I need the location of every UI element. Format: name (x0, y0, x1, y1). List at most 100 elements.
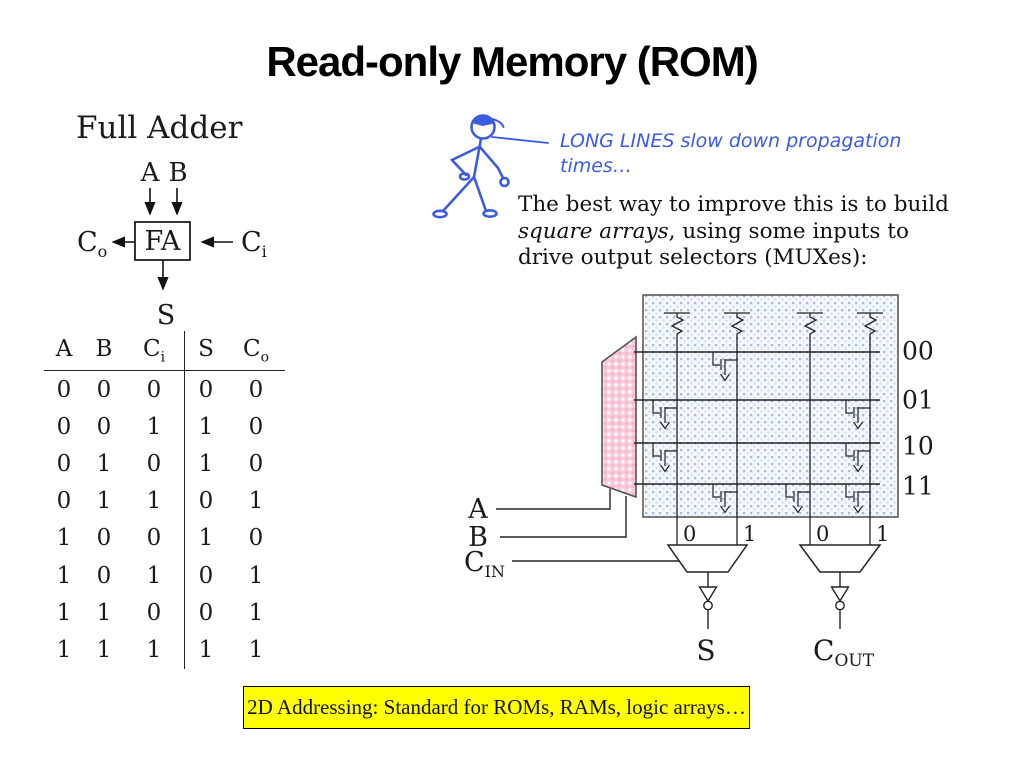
transistor-cells (652, 352, 870, 514)
nmos-transistor-icon (652, 443, 677, 473)
stick-figure-arm-right (478, 145, 505, 180)
stick-figure (432, 114, 549, 219)
truth-table-cell: 0 (96, 525, 112, 552)
fa-input-a-label: A (140, 158, 161, 188)
nmos-transistor-icon (785, 484, 810, 514)
stick-figure-arm-left (449, 145, 481, 177)
truth-table-cell: 1 (248, 562, 264, 589)
truth-table-cell: 0 (56, 450, 72, 477)
intro-line-2: square arrays, using some inputs to (518, 219, 1018, 246)
mux-input-label: 0 (816, 522, 829, 546)
full-adder-heading: Full Adder (76, 110, 243, 146)
intro-paragraph: The best way to improve this is to build… (518, 192, 1018, 272)
truth-table-cell: 0 (96, 413, 112, 440)
mux-trapezoid (798, 544, 882, 573)
inverter-icon (698, 572, 718, 629)
row-label: 01 (902, 386, 934, 415)
intro-line-3: drive output selectors (MUXes): (518, 245, 868, 270)
truth-table-cell: 0 (96, 376, 112, 403)
rom-circuit-diagram: 00 01 10 11 A B CIN 0 1 0 1 (464, 294, 934, 671)
truth-table-cell: 1 (184, 408, 227, 446)
input-cin-label: CIN (464, 547, 505, 581)
fa-box-label: FA (145, 226, 181, 257)
truth-table-cell: 1 (184, 519, 227, 557)
nmos-transistor-icon (652, 400, 677, 430)
fa-carry-out-label: Co (77, 227, 107, 261)
truth-table-cell: 1 (146, 562, 162, 589)
row-label: 10 (902, 432, 934, 461)
truth-table-cell: 0 (184, 556, 227, 595)
fa-input-b-label: B (168, 158, 187, 188)
truth-table-cell: 0 (146, 376, 162, 403)
truth-table-cell: 1 (248, 599, 264, 626)
nmos-transistor-icon (845, 443, 870, 473)
mux-input-label: 1 (743, 522, 756, 546)
stick-figure-foot-right (482, 209, 498, 219)
truth-table-cell: 0 (184, 370, 227, 409)
intro-italic: square arrays (518, 218, 669, 244)
truth-table-cell: 1 (184, 445, 227, 483)
nmos-transistor-icon (712, 484, 737, 514)
banner: 2D Addressing: Standard for ROMs, RAMs, … (243, 686, 750, 729)
truth-table-header-cell: B (84, 331, 124, 371)
truth-table-cell: 0 (248, 376, 264, 403)
truth-table-cell: 0 (146, 450, 162, 477)
truth-table-cell: 1 (146, 413, 162, 440)
nmos-transistor-icon (845, 484, 870, 514)
truth-table-cell: 0 (184, 594, 227, 632)
bit-line-pullup (724, 312, 750, 545)
truth-table-cell: 0 (56, 376, 72, 403)
decoder-trapezoid (601, 335, 637, 499)
truth-table-cell: 0 (56, 488, 72, 515)
mux-input-label: 0 (683, 522, 696, 546)
truth-table-cell: 1 (56, 525, 72, 552)
truth-table-header-cell: Ci (124, 331, 185, 371)
inverter-icon (830, 572, 850, 629)
truth-table-cell: 0 (248, 413, 264, 440)
fa-carry-in-label: Ci (241, 227, 267, 261)
stick-figure-foot-left (432, 209, 448, 219)
output-s-label: S (696, 634, 715, 667)
bit-line-pullup (797, 312, 823, 545)
page-title: Read-only Memory (ROM) (266, 38, 758, 85)
nmos-transistor-icon (845, 400, 870, 430)
word-lines (634, 351, 880, 485)
callout-line-2: times… (560, 155, 632, 177)
truth-table-header-cell: A (44, 331, 84, 371)
input-a-wire (496, 489, 611, 510)
truth-table-cell: 1 (96, 636, 112, 663)
memory-array (642, 294, 899, 518)
intro-line-1: The best way to improve this is to build (518, 192, 949, 217)
mux-input-label: 1 (876, 522, 889, 546)
truth-table-cell: 1 (96, 599, 112, 626)
bit-line-pullup (857, 312, 883, 545)
truth-table-header-row: A B Ci S Co (44, 331, 285, 371)
truth-table-cell: 0 (248, 525, 264, 552)
stick-figure-cap (471, 115, 494, 126)
truth-table-cell: 1 (56, 562, 72, 589)
truth-table-cell: 1 (96, 450, 112, 477)
truth-table-cell: 1 (184, 631, 227, 669)
row-label: 11 (902, 472, 934, 501)
callout-text: LONG LINES slow down propagation times… (560, 129, 940, 179)
bit-lines (664, 312, 883, 545)
truth-table-cell: 1 (146, 636, 162, 663)
truth-table-cell: 1 (56, 599, 72, 626)
truth-table-cell: 1 (96, 488, 112, 515)
truth-table-cell: 1 (248, 488, 264, 515)
truth-table-cell: 0 (96, 562, 112, 589)
fa-sum-label: S (157, 300, 176, 331)
truth-table-cell: 0 (184, 482, 227, 520)
fa-box (134, 221, 191, 261)
speech-line (491, 136, 549, 144)
callout-line-1: LONG LINES slow down propagation (560, 130, 902, 152)
bit-line-pullup (664, 312, 690, 545)
